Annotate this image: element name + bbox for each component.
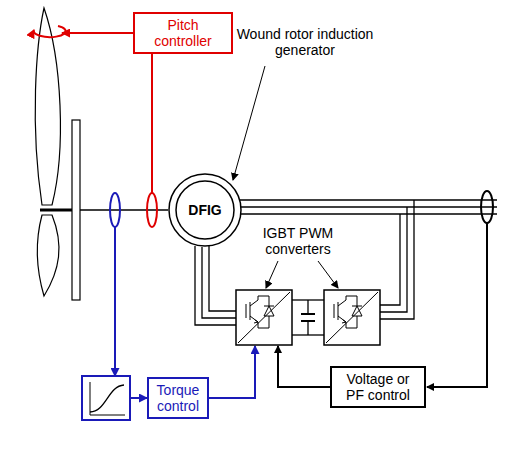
node-text: Torque control [153, 382, 203, 414]
curve-axes [90, 382, 125, 415]
speed-wire [114, 227, 116, 376]
voltage-sensor [481, 191, 493, 223]
generator-circle: DFIG [168, 173, 242, 247]
rotor-blades [35, 8, 60, 296]
voltage-wire [427, 223, 487, 387]
rotor-side-converter [236, 290, 292, 345]
hub [40, 209, 73, 212]
converter-output-lines [380, 200, 414, 319]
leader-line [266, 261, 278, 288]
node-text: Pitch controller [139, 17, 227, 49]
part-label: Wound rotor induction generator [233, 26, 377, 58]
rotor-lines [195, 246, 236, 325]
controller-box: Voltage or PF control [330, 366, 426, 408]
node-text: Voltage or PF control [336, 371, 420, 403]
pitch-command-wire [62, 32, 133, 34]
stator-lines [240, 200, 497, 214]
node-text: DFIG [188, 202, 221, 218]
torque-speed-curve [90, 385, 124, 412]
leader-line [318, 261, 338, 288]
controller-box: Pitch controller [133, 12, 233, 54]
torque-command-wire [209, 346, 255, 398]
controller-box: Torque control [147, 377, 209, 419]
voltage-command-wire [278, 346, 330, 387]
curve-wire [130, 397, 147, 399]
leader-line [233, 66, 265, 180]
speed-sensor [110, 193, 120, 227]
shaft [80, 209, 168, 211]
pitch-rotation-arrow [34, 26, 66, 37]
gearbox [72, 120, 80, 300]
speed-sensor-wire [151, 52, 153, 193]
part-label: IGBT PWM converters [246, 225, 350, 257]
torque-curve-box [82, 376, 130, 420]
grid-side-converter [324, 290, 380, 345]
dc-link-capacitor [292, 300, 324, 335]
speed-sensor [147, 193, 157, 227]
